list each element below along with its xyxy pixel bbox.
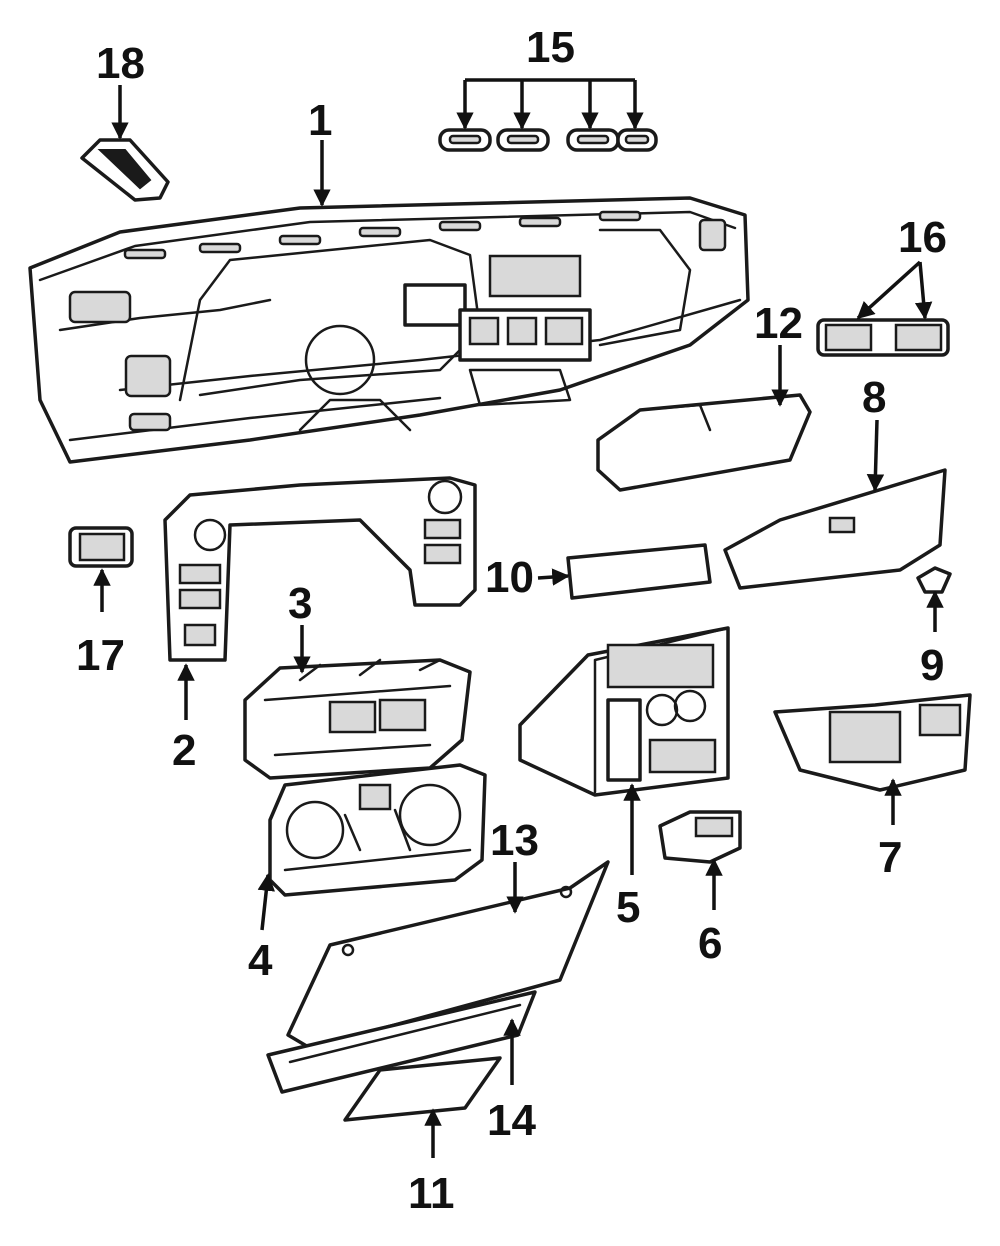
part-15-defroster-vents [438,128,658,152]
callout-15: 15 [526,23,575,72]
callout-18: 18 [96,39,145,88]
part-2-cluster-bezel [163,476,477,662]
callout-12: 12 [754,299,803,348]
callout-1: 1 [308,96,332,145]
callout-4: 4 [248,936,273,985]
callout-16: 16 [898,213,947,262]
part-18-grille-cover [80,138,170,202]
callout-3: 3 [288,579,312,628]
callout-8: 8 [862,373,886,422]
part-10-trim-plate [566,543,712,600]
part-4-instrument-cluster [268,763,487,897]
callout-2: 2 [172,726,196,775]
part-9-latch [916,566,952,594]
part-12-upper-bin [596,393,812,492]
leader-16b [914,261,933,320]
part-3-cluster-housing [243,658,472,780]
part-7-storage-tray [773,693,972,792]
leader-4 [257,873,275,931]
callout-6: 6 [698,919,722,968]
callout-11: 11 [408,1169,455,1218]
leader-8 [866,419,885,492]
callout-7: 7 [878,833,902,882]
leader-10 [537,568,570,586]
callout-9: 9 [920,641,944,690]
part-16-center-outlets [816,318,950,357]
part-8-glove-box-door [723,468,947,590]
callout-17: 17 [76,631,125,680]
part-6-switch [658,810,742,864]
callout-5: 5 [616,883,640,932]
callout-13: 13 [490,816,539,865]
part-17-side-outlet [68,526,134,568]
callout-10: 10 [485,553,534,602]
part-1-instrument-panel [28,196,750,464]
part-5-center-bezel [518,626,730,797]
callout-14: 14 [487,1096,536,1145]
leader-16a [856,260,922,320]
leader-lines [93,78,944,1158]
callout-labels: 1 2 3 4 5 6 7 8 9 10 11 12 13 14 15 16 1… [76,23,947,1218]
